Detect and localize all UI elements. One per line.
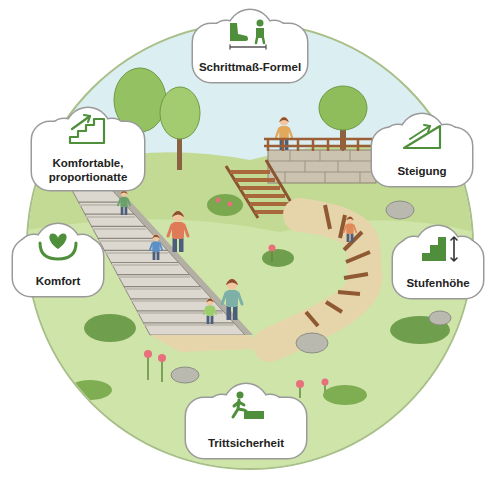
topic-bubble: Trittsicherheit bbox=[184, 382, 308, 460]
bubble-shape bbox=[447, 237, 477, 267]
bubble-shape bbox=[447, 237, 477, 267]
label-holder: Komfortable, proportionatte bbox=[30, 156, 146, 184]
icon-part bbox=[84, 115, 90, 122]
icon-part bbox=[256, 38, 264, 43]
topic-bubble: Komfortable, proportionatte bbox=[30, 106, 146, 192]
topic-icon bbox=[70, 115, 104, 143]
icon-part bbox=[424, 125, 430, 132]
icon-part bbox=[422, 237, 446, 261]
child-figure bbox=[204, 298, 216, 324]
icon-part bbox=[72, 116, 90, 129]
bubble-shape bbox=[399, 237, 429, 267]
bubble-shape bbox=[97, 119, 127, 149]
topic-label: Stufenhöhe bbox=[397, 276, 479, 290]
icon-part bbox=[244, 411, 264, 419]
adult-figure bbox=[222, 279, 242, 321]
topic-label: Komfort bbox=[17, 274, 99, 288]
bubble-shape bbox=[255, 395, 285, 425]
label-holder: Trittsicherheit bbox=[184, 436, 308, 450]
topic-bubble: Stufenhöhe bbox=[391, 224, 485, 300]
stone-joints bbox=[268, 150, 376, 183]
rock bbox=[171, 367, 199, 383]
rock bbox=[386, 201, 414, 219]
topic-label: Schrittmaß-Formel bbox=[197, 60, 303, 74]
topic-bubble: Schrittmaß-Formel bbox=[191, 8, 309, 84]
back-hill bbox=[0, 145, 500, 479]
topic-bubble: Steigung bbox=[370, 112, 474, 188]
bubble-shape bbox=[399, 237, 429, 267]
icon-part bbox=[404, 126, 440, 148]
flower bbox=[144, 350, 152, 358]
icon-part bbox=[230, 45, 266, 49]
icon-part bbox=[49, 233, 66, 249]
bubble-shape bbox=[67, 235, 97, 265]
topic-label: Komfortable, proportionatte bbox=[36, 156, 140, 184]
bubble-shape bbox=[67, 235, 97, 265]
adult-figure bbox=[168, 211, 188, 253]
topic-label: Trittsicherheit bbox=[190, 436, 302, 450]
icon-part bbox=[230, 23, 248, 41]
bush bbox=[68, 380, 112, 400]
gravel-landing bbox=[150, 335, 275, 352]
child-figure bbox=[150, 234, 162, 260]
topic-icon bbox=[230, 20, 266, 50]
flower bbox=[296, 380, 304, 388]
front-meadow bbox=[0, 219, 500, 479]
scene bbox=[0, 68, 500, 479]
path-steps bbox=[306, 205, 370, 326]
topic-icon bbox=[40, 233, 76, 259]
icon-part bbox=[257, 20, 264, 27]
label-holder: Komfort bbox=[11, 274, 105, 288]
label-holder: Schrittmaß-Formel bbox=[191, 60, 309, 74]
tree-crown bbox=[319, 86, 367, 130]
rock bbox=[296, 333, 328, 353]
bush bbox=[207, 194, 243, 216]
bubble-shape bbox=[207, 395, 237, 425]
deck-railing bbox=[264, 139, 378, 151]
bush bbox=[84, 314, 136, 342]
bubble-shape bbox=[97, 119, 127, 149]
flower bbox=[269, 245, 276, 252]
topic-icon bbox=[404, 125, 440, 148]
icon-part bbox=[237, 392, 244, 399]
icon-part bbox=[40, 243, 76, 259]
flower bbox=[158, 354, 166, 362]
bubble-shape bbox=[49, 119, 79, 149]
tree-crown bbox=[160, 87, 200, 139]
icon-part bbox=[70, 119, 104, 143]
child-figure bbox=[118, 190, 130, 215]
flower-stems bbox=[148, 250, 325, 398]
stone-wall bbox=[268, 150, 376, 183]
bubble-shape bbox=[49, 119, 79, 149]
bubble-shape bbox=[383, 125, 413, 155]
child-figure bbox=[344, 216, 356, 242]
label-holder: Steigung bbox=[370, 164, 474, 178]
icon-part bbox=[233, 400, 246, 417]
icon-part bbox=[256, 28, 264, 38]
bubble-shape bbox=[207, 395, 237, 425]
bush bbox=[323, 385, 367, 405]
rock bbox=[429, 311, 451, 325]
topic-label: Steigung bbox=[376, 164, 468, 178]
bubble-shape bbox=[19, 235, 49, 265]
topic-icon bbox=[233, 392, 264, 420]
icon-part bbox=[451, 237, 457, 261]
topic-icon bbox=[422, 237, 457, 261]
flower bbox=[322, 379, 329, 386]
label-holder: Stufenhöhe bbox=[391, 276, 485, 290]
bubble-shape bbox=[383, 125, 413, 155]
bubble-shape bbox=[19, 235, 49, 265]
bubble-shape bbox=[255, 395, 285, 425]
bush bbox=[262, 249, 294, 267]
flower bbox=[216, 198, 221, 203]
flower bbox=[228, 202, 233, 207]
icon-part bbox=[410, 126, 430, 139]
topic-bubble: Komfort bbox=[11, 222, 105, 298]
